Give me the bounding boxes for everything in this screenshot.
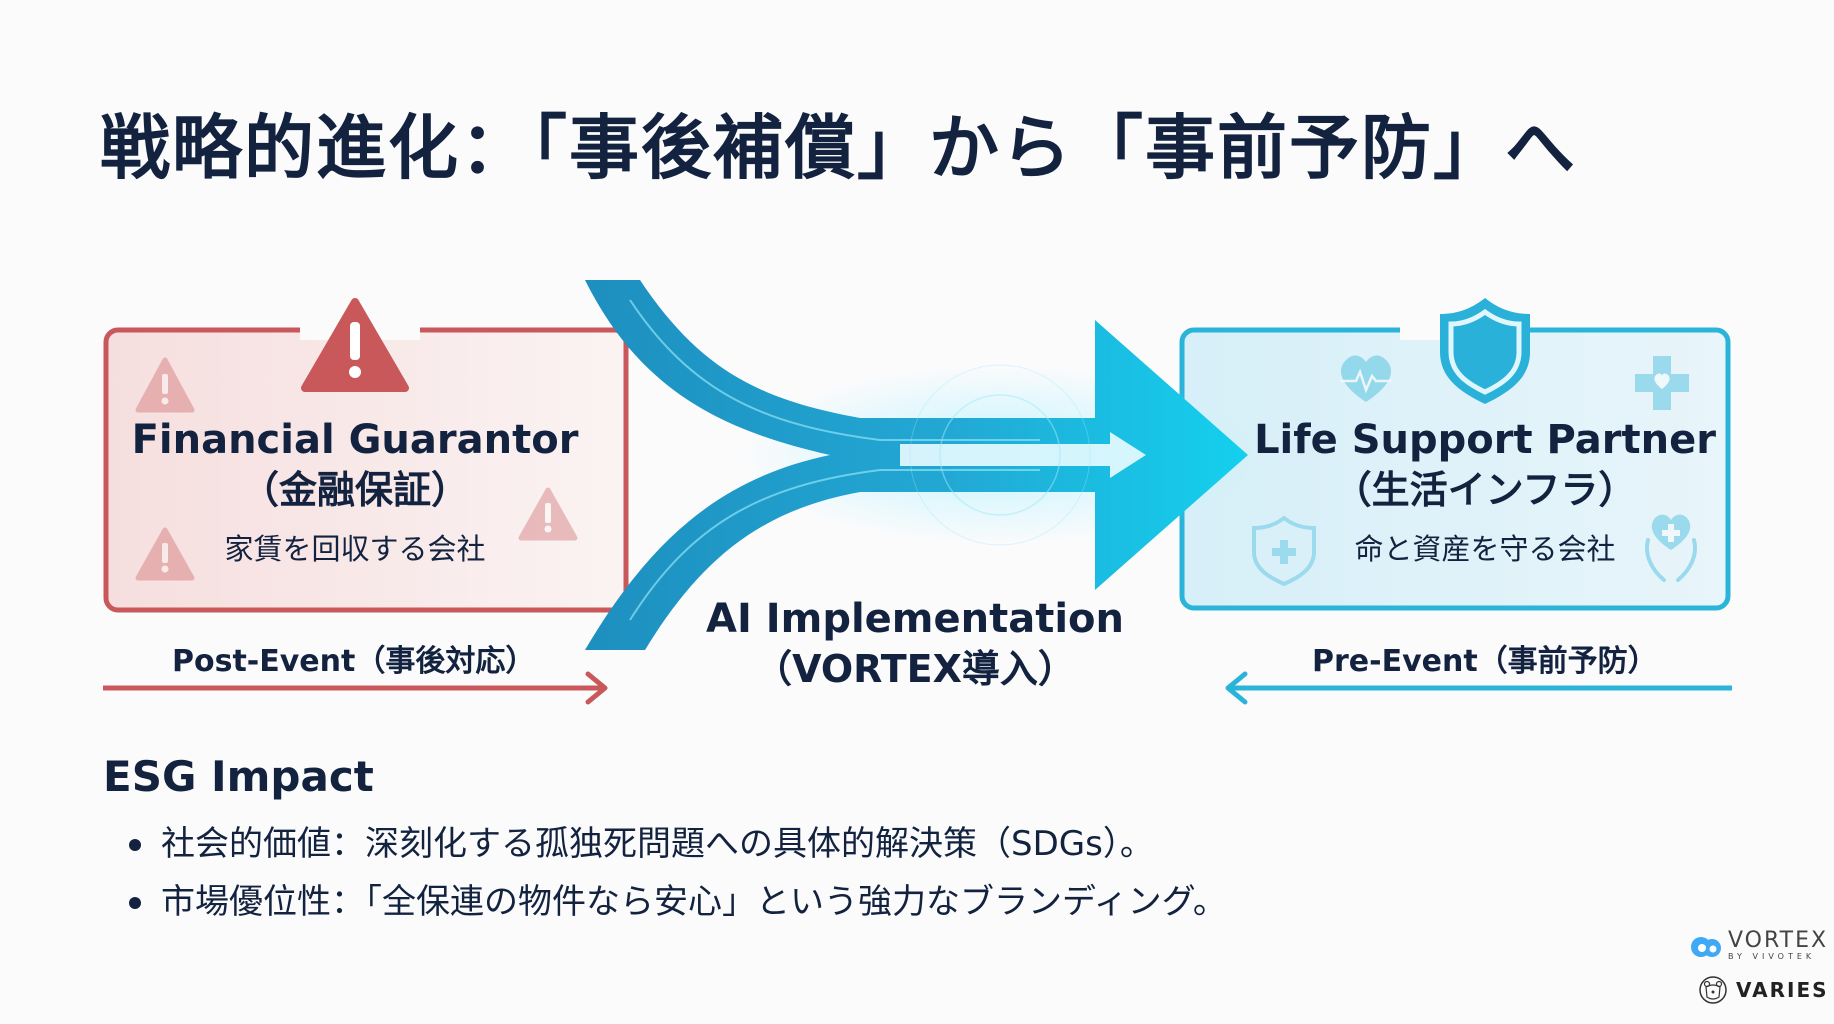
- right-subtitle: 命と資産を守る会社: [1354, 532, 1616, 566]
- esg-heading: ESG Impact: [103, 752, 374, 801]
- esg-bullet: 市場優位性：「全保連の物件なら安心」という強力なブランディング。: [103, 873, 1227, 931]
- left-subtitle: 家賃を回収する会社: [224, 532, 486, 566]
- warning-triangle-icon: [135, 357, 195, 413]
- post-event-timeline-arrow: [103, 671, 608, 705]
- ai-implementation-arrow: [585, 280, 1260, 650]
- slide-title: 戦略的進化：「事後補償」から「事前予防」へ: [100, 107, 1577, 189]
- bear-icon: [1699, 976, 1727, 1004]
- warning-triangle-icon: [518, 487, 578, 541]
- left-title-en: Financial Guarantor: [131, 417, 579, 463]
- center-title-jp: （VORTEX導入）: [754, 647, 1076, 691]
- shield-icon: [1440, 298, 1530, 404]
- warning-triangle-icon: [135, 527, 195, 581]
- financial-guarantor-text: Financial Guarantor （金融保証） 家賃を回収する会社: [105, 415, 605, 569]
- esg-impact-section: ESG Impact 社会的価値：深刻化する孤独死問題への具体的解決策（SDGs…: [103, 752, 1227, 931]
- life-support-partner-text: Life Support Partner （生活インフラ） 命と資産を守る会社: [1215, 415, 1755, 569]
- vortex-byline: BY VIVOTEK: [1728, 952, 1816, 961]
- vortex-logo: VORTEX BY VIVOTEK: [1690, 930, 1830, 961]
- shield-plus-icon: [1252, 515, 1316, 587]
- post-event-label: Post-Event（事後対応）: [172, 644, 536, 679]
- warning-triangle-icon: [301, 298, 409, 392]
- hands-heart-icon: [1645, 514, 1697, 582]
- right-title-en: Life Support Partner: [1254, 417, 1716, 463]
- medical-cross-icon: [1635, 356, 1689, 410]
- heartbeat-icon: [1340, 355, 1392, 402]
- pre-event-timeline-arrow: [1225, 671, 1732, 705]
- esg-bullet: 社会的価値：深刻化する孤独死問題への具体的解決策（SDGs）。: [103, 815, 1227, 873]
- pre-event-label: Pre-Event（事前予防）: [1312, 644, 1658, 679]
- esg-bullet-list: 社会的価値：深刻化する孤独死問題への具体的解決策（SDGs）。 市場優位性：「全…: [103, 815, 1227, 931]
- vortex-wordmark: VORTEX: [1728, 928, 1829, 953]
- vortex-cloud-icon: [1691, 936, 1721, 957]
- right-title-jp: （生活インフラ）: [1333, 468, 1637, 512]
- center-title-en: AI Implementation: [706, 596, 1124, 642]
- varies-logo: VARIES: [1698, 975, 1830, 1005]
- varies-wordmark: VARIES: [1736, 978, 1829, 1002]
- ai-implementation-label: AI Implementation （VORTEX導入）: [660, 594, 1170, 694]
- left-title-jp: （金融保証）: [240, 468, 469, 512]
- logo-area: VORTEX BY VIVOTEK VARIES: [1690, 930, 1830, 1005]
